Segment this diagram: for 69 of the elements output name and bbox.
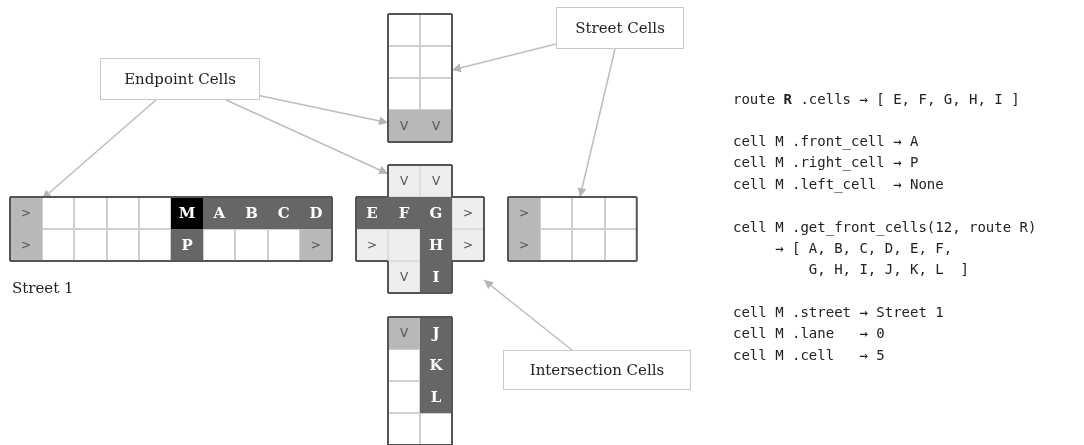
grid-cell xyxy=(388,381,420,413)
grid-cell xyxy=(388,78,420,110)
leader-line xyxy=(483,279,573,351)
grid-cell xyxy=(572,229,605,261)
grid-cell xyxy=(572,197,605,229)
direction-cell: > xyxy=(508,229,541,261)
grid-cell xyxy=(74,229,107,261)
code-line: route R .cells → [ E, F, G, H, I ] xyxy=(733,91,1020,107)
grid-cell xyxy=(388,46,420,78)
lettered-cell: K xyxy=(420,349,452,381)
lettered-cell: I xyxy=(420,261,452,293)
code-line: cell M .front_cell → A xyxy=(733,133,919,149)
code-line: G, H, I, J, K, L ] xyxy=(807,261,969,277)
direction-cell: V xyxy=(388,261,420,293)
lettered-cell: L xyxy=(420,381,452,413)
grid-cell xyxy=(420,14,452,46)
direction-cell: > xyxy=(10,229,43,261)
grid-cell xyxy=(540,197,573,229)
lettered-cell: A xyxy=(203,197,236,229)
lettered-cell: P xyxy=(171,229,204,261)
grid-cell xyxy=(106,229,139,261)
grid-cell xyxy=(388,349,420,381)
lettered-cell: B xyxy=(235,197,268,229)
lettered-cell: H xyxy=(420,229,452,261)
code-line: cell M .street → Street 1 xyxy=(733,304,944,320)
cell-grid xyxy=(388,14,452,142)
street-label: Street 1 xyxy=(12,279,74,297)
grid-cell xyxy=(540,229,573,261)
grid-cell xyxy=(388,413,420,445)
direction-cell: V xyxy=(420,165,452,197)
leader-line xyxy=(259,95,389,126)
callout-box: Intersection Cells xyxy=(503,350,691,390)
grid-cell xyxy=(420,78,452,110)
code-line: → [ A, B, C, D, E, F, xyxy=(774,240,953,256)
direction-cell: > xyxy=(452,197,484,229)
grid-cell xyxy=(235,229,268,261)
cell-grid xyxy=(10,197,332,261)
cell-grid xyxy=(388,317,452,445)
grid-cell xyxy=(203,229,236,261)
grid-cell xyxy=(420,46,452,78)
callout-box: Endpoint Cells xyxy=(100,58,260,100)
grid-cell xyxy=(74,197,107,229)
cell-grid xyxy=(356,165,484,293)
code-line: cell M .right_cell → P xyxy=(733,154,919,170)
lettered-cell: G xyxy=(420,197,452,229)
leader-line xyxy=(225,99,389,175)
leader-line xyxy=(451,43,557,73)
grid-cell xyxy=(388,229,420,261)
code-line: cell M .lane → 0 xyxy=(733,325,885,341)
direction-cell: > xyxy=(356,229,388,261)
lettered-cell: F xyxy=(388,197,420,229)
direction-cell: > xyxy=(299,229,332,261)
lettered-cell: J xyxy=(420,317,452,349)
lettered-cell: M xyxy=(171,197,204,229)
code-line: cell M .get_front_cells(12, route R) xyxy=(733,219,1037,235)
grid-cell xyxy=(267,229,300,261)
grid-cell xyxy=(604,229,637,261)
cell-grid xyxy=(508,197,637,261)
grid-cell xyxy=(42,229,75,261)
grid-cell xyxy=(138,229,171,261)
grid-cell xyxy=(420,413,452,445)
direction-cell: > xyxy=(452,229,484,261)
code-line: cell M .left_cell → None xyxy=(733,176,944,192)
direction-cell: V xyxy=(420,110,452,142)
callout-box: Street Cells xyxy=(556,7,684,49)
code-line: cell M .cell → 5 xyxy=(733,347,885,363)
direction-cell: V xyxy=(388,110,420,142)
grid-cell xyxy=(42,197,75,229)
leader-line xyxy=(577,48,616,198)
